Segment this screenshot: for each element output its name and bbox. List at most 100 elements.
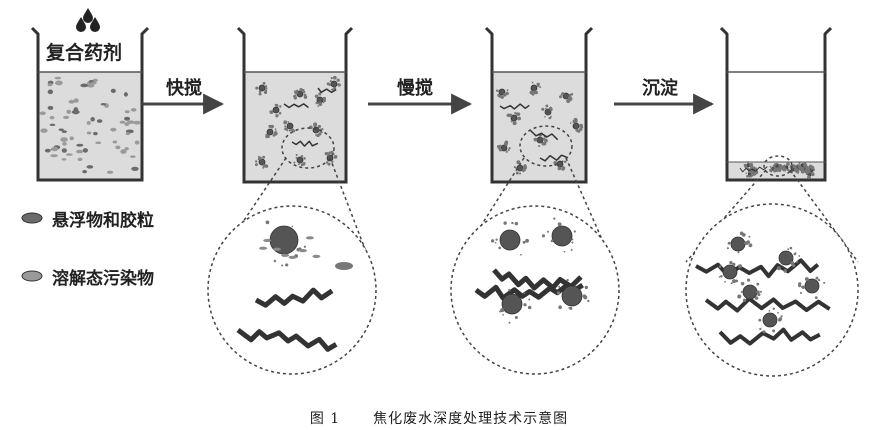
- particle: [125, 132, 131, 136]
- floc-particle: [548, 116, 551, 120]
- floc-particle: [498, 246, 502, 250]
- floc-particle: [318, 92, 322, 96]
- floc-particle: [518, 172, 522, 175]
- floc-particle: [561, 92, 565, 96]
- floc-particle: [316, 133, 320, 138]
- floc-particle: [324, 151, 329, 156]
- particle: [58, 128, 64, 131]
- floc-particle: [330, 76, 333, 80]
- floc-particle: [798, 162, 801, 165]
- floc-particle: [740, 290, 743, 293]
- floc-particle: [726, 247, 729, 250]
- floc-particle: [799, 292, 802, 294]
- step-label-fast-stir: 快搅: [166, 78, 202, 99]
- floc-particle: [773, 167, 777, 171]
- floc-particle: [569, 306, 573, 310]
- floc-particle: [331, 88, 334, 91]
- floc-particle: [746, 166, 749, 169]
- floc-particle: [812, 167, 815, 169]
- legend-dissolved-label: 溶解态污染物: [52, 269, 154, 289]
- floc-particle: [550, 115, 552, 118]
- particle: [49, 116, 55, 120]
- floc-particle: [283, 120, 288, 125]
- floc-particle: [285, 263, 289, 267]
- floc-particle: [281, 264, 284, 267]
- floc-particle: [718, 265, 722, 268]
- dissolved-particle: [272, 247, 281, 251]
- particle: [82, 148, 89, 153]
- floc-particle: [321, 127, 324, 131]
- floc-particle: [795, 168, 798, 171]
- floc-particle: [323, 99, 326, 103]
- floc-particle: [272, 134, 276, 137]
- caption-prefix: 图 1: [309, 411, 341, 427]
- particle: [77, 157, 83, 161]
- floc-particle: [496, 89, 499, 92]
- floc-particle: [499, 144, 502, 147]
- floc-particle: [499, 310, 502, 313]
- particle: [127, 120, 135, 124]
- floc: [561, 285, 583, 307]
- particle: [76, 149, 84, 154]
- floc-particle: [750, 166, 754, 170]
- floc-particle: [303, 245, 307, 248]
- floc-particle: [787, 248, 790, 251]
- floc-particle: [575, 128, 579, 132]
- floc-particle: [506, 92, 509, 96]
- suspended-particle: [335, 262, 353, 270]
- floc-particle: [567, 95, 572, 100]
- particle: [129, 155, 136, 158]
- floc-particle: [541, 141, 545, 146]
- floc-particle: [804, 277, 809, 282]
- particle: [40, 128, 48, 133]
- suspended-particles: [39, 76, 141, 174]
- floc-particle: [557, 222, 562, 227]
- floc-particle: [303, 95, 308, 99]
- floc: [742, 284, 758, 300]
- particle: [49, 123, 56, 127]
- floc-particle: [573, 230, 576, 233]
- floc-particle: [520, 253, 522, 256]
- zoom-content-slow-stir: [474, 217, 590, 324]
- floc-particle: [570, 248, 573, 251]
- floc-particle: [523, 303, 527, 307]
- floc-particle: [777, 311, 779, 314]
- floc-particle: [759, 290, 762, 293]
- particle: [130, 108, 137, 112]
- polymer-chain: [695, 258, 820, 279]
- floc-particle: [333, 154, 338, 159]
- floc-particle: [275, 103, 279, 108]
- caption-text: 焦化废水深度处理技术示意图: [373, 411, 569, 427]
- zoom-circle-settled: [685, 203, 859, 377]
- floc-particle: [257, 157, 261, 161]
- floc-particle: [317, 124, 321, 129]
- floc-particle: [541, 107, 545, 111]
- floc-particle: [746, 161, 750, 164]
- floc-particle: [538, 145, 541, 148]
- floc-particle: [573, 117, 578, 122]
- floc-particle: [505, 150, 508, 153]
- floc-particle: [748, 175, 751, 178]
- particle: [115, 145, 121, 150]
- floc: [762, 312, 778, 328]
- floc-particle: [744, 241, 749, 246]
- floc-particle: [302, 161, 306, 166]
- floc-particle: [743, 164, 747, 167]
- floc-particle: [563, 250, 566, 253]
- polymer-chain: [499, 103, 530, 110]
- floc: [330, 80, 338, 88]
- floc-particle: [571, 241, 574, 244]
- particle: [123, 92, 128, 97]
- particle: [100, 102, 107, 106]
- floc-particle: [556, 291, 561, 295]
- zoom-circle-fast-stir: [207, 205, 377, 375]
- floc-particle: [506, 113, 511, 118]
- floc-particle: [303, 157, 306, 160]
- floc-particle: [762, 330, 766, 334]
- floc-particle: [805, 169, 809, 173]
- particle: [39, 111, 46, 115]
- floc: [510, 114, 518, 122]
- floc-particle: [558, 167, 561, 170]
- floc: [501, 293, 523, 315]
